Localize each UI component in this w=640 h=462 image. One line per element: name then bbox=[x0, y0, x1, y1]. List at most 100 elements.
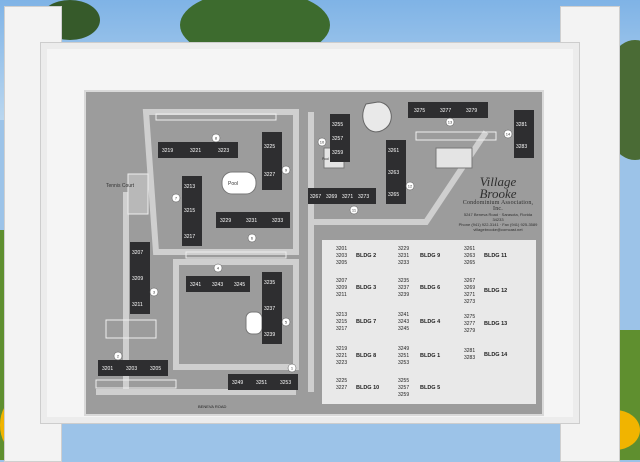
svg-text:3219: 3219 bbox=[162, 148, 173, 154]
small-pool bbox=[245, 311, 263, 335]
directory-bldg: BLDG 14 bbox=[484, 352, 508, 358]
svg-text:3205: 3205 bbox=[150, 366, 161, 372]
directory-bldg: BLDG 8 bbox=[356, 353, 377, 359]
building-14: 3281 3283 bbox=[514, 110, 534, 158]
svg-text:3227: 3227 bbox=[264, 172, 275, 178]
svg-text:3213: 3213 bbox=[184, 184, 195, 190]
svg-text:1: 1 bbox=[291, 366, 294, 371]
building-6: 3235 3237 3239 bbox=[262, 272, 282, 344]
svg-text:3259: 3259 bbox=[332, 150, 343, 156]
svg-text:3229: 3229 bbox=[220, 218, 231, 224]
pool-label: Pool bbox=[228, 181, 238, 187]
svg-text:3277: 3277 bbox=[440, 108, 451, 114]
directory-bldg: BLDG 3 bbox=[356, 285, 377, 291]
building-markers: 1 2 3 4 5 6 7 8 9 10 11 12 13 14 bbox=[113, 117, 513, 373]
svg-text:3235: 3235 bbox=[264, 280, 275, 286]
building-5: 3255 3257 3259 bbox=[330, 114, 350, 162]
svg-text:3237: 3237 bbox=[264, 306, 275, 312]
logo-email: villagebrooke@comcast.net bbox=[473, 227, 523, 232]
road-label: BENEVA ROAD bbox=[198, 404, 226, 409]
building-9: 3229 3231 3233 bbox=[216, 212, 290, 228]
svg-text:3201: 3201 bbox=[102, 366, 113, 372]
pool bbox=[221, 171, 257, 195]
svg-text:3267: 3267 bbox=[310, 194, 321, 200]
svg-text:3207: 3207 bbox=[132, 250, 143, 256]
svg-text:13: 13 bbox=[448, 120, 453, 125]
directory-bldg: BLDG 2 bbox=[356, 253, 377, 259]
svg-text:3203: 3203 bbox=[126, 366, 137, 372]
lake bbox=[362, 101, 392, 133]
building-12: 3267 3269 3271 3273 bbox=[308, 188, 376, 204]
directory-bldg: BLDG 4 bbox=[420, 319, 441, 325]
svg-text:3257: 3257 bbox=[332, 136, 343, 142]
svg-text:3253: 3253 bbox=[280, 380, 291, 386]
directory-bldg: BLDG 5 bbox=[420, 385, 441, 391]
svg-text:3225: 3225 bbox=[264, 144, 275, 150]
svg-text:4: 4 bbox=[217, 266, 220, 271]
svg-text:3281: 3281 bbox=[516, 122, 527, 128]
directory-bldg: BLDG 12 bbox=[484, 288, 508, 294]
svg-text:12: 12 bbox=[408, 184, 413, 189]
svg-text:11: 11 bbox=[352, 208, 357, 213]
svg-text:3215: 3215 bbox=[184, 208, 195, 214]
logo-subtitle: Condominium Association, Inc. bbox=[462, 200, 534, 212]
svg-text:3239: 3239 bbox=[264, 332, 275, 338]
building-2: 3201 3203 3205 bbox=[98, 360, 168, 376]
svg-text:10: 10 bbox=[320, 140, 325, 145]
svg-text:3251: 3251 bbox=[256, 380, 267, 386]
clubhouse bbox=[435, 147, 473, 169]
svg-text:3223: 3223 bbox=[218, 148, 229, 154]
directory-bldg: BLDG 1 bbox=[420, 353, 441, 359]
svg-text:3233: 3233 bbox=[272, 218, 283, 224]
building-13: 3275 3277 3279 bbox=[408, 102, 488, 118]
tennis-court-label: Tennis Court bbox=[106, 183, 135, 189]
logo-phone: Phone (941) 922-3141 · Fax (941) 925-358… bbox=[458, 222, 538, 227]
building-1: 3249 3251 3253 bbox=[228, 374, 298, 390]
association-logo: Village Brooke Condominium Association, … bbox=[458, 174, 538, 232]
building-7: 3213 3215 3217 bbox=[182, 176, 202, 246]
svg-text:9: 9 bbox=[285, 168, 288, 173]
logo-name-line1: Village bbox=[479, 174, 517, 189]
building-3: 3207 3209 3211 bbox=[130, 242, 150, 314]
directory-bldg: BLDG 6 bbox=[420, 285, 441, 291]
svg-text:2: 2 bbox=[117, 354, 120, 359]
svg-text:3243: 3243 bbox=[212, 282, 223, 288]
svg-text:3283: 3283 bbox=[516, 144, 527, 150]
svg-text:3: 3 bbox=[153, 290, 156, 295]
svg-text:3209: 3209 bbox=[132, 276, 143, 282]
svg-text:3271: 3271 bbox=[342, 194, 353, 200]
directory-bldg: BLDG 10 bbox=[356, 385, 380, 391]
building-4: 3241 3243 3245 bbox=[186, 276, 250, 292]
svg-text:3245: 3245 bbox=[234, 282, 245, 288]
logo-name-line2: Brooke bbox=[479, 186, 517, 201]
directory-bldg: BLDG 7 bbox=[356, 319, 377, 325]
svg-text:3261: 3261 bbox=[388, 148, 399, 154]
svg-text:7: 7 bbox=[175, 196, 178, 201]
svg-text:3273: 3273 bbox=[358, 194, 369, 200]
svg-text:3249: 3249 bbox=[232, 380, 243, 386]
directory-bldg: BLDG 9 bbox=[420, 253, 441, 259]
svg-text:3265: 3265 bbox=[388, 192, 399, 198]
svg-text:5: 5 bbox=[285, 320, 288, 325]
tennis-court bbox=[127, 173, 149, 215]
svg-text:3217: 3217 bbox=[184, 234, 195, 240]
svg-text:3211: 3211 bbox=[132, 302, 143, 308]
svg-text:3269: 3269 bbox=[326, 194, 337, 200]
svg-text:3231: 3231 bbox=[246, 218, 257, 224]
building-11: 3261 3263 3265 bbox=[386, 140, 406, 204]
site-map: Tennis Court Pool Pool House 3201 3203 3… bbox=[95, 101, 534, 409]
building-8: 3219 3221 3223 bbox=[158, 142, 238, 158]
svg-text:3275: 3275 bbox=[414, 108, 425, 114]
